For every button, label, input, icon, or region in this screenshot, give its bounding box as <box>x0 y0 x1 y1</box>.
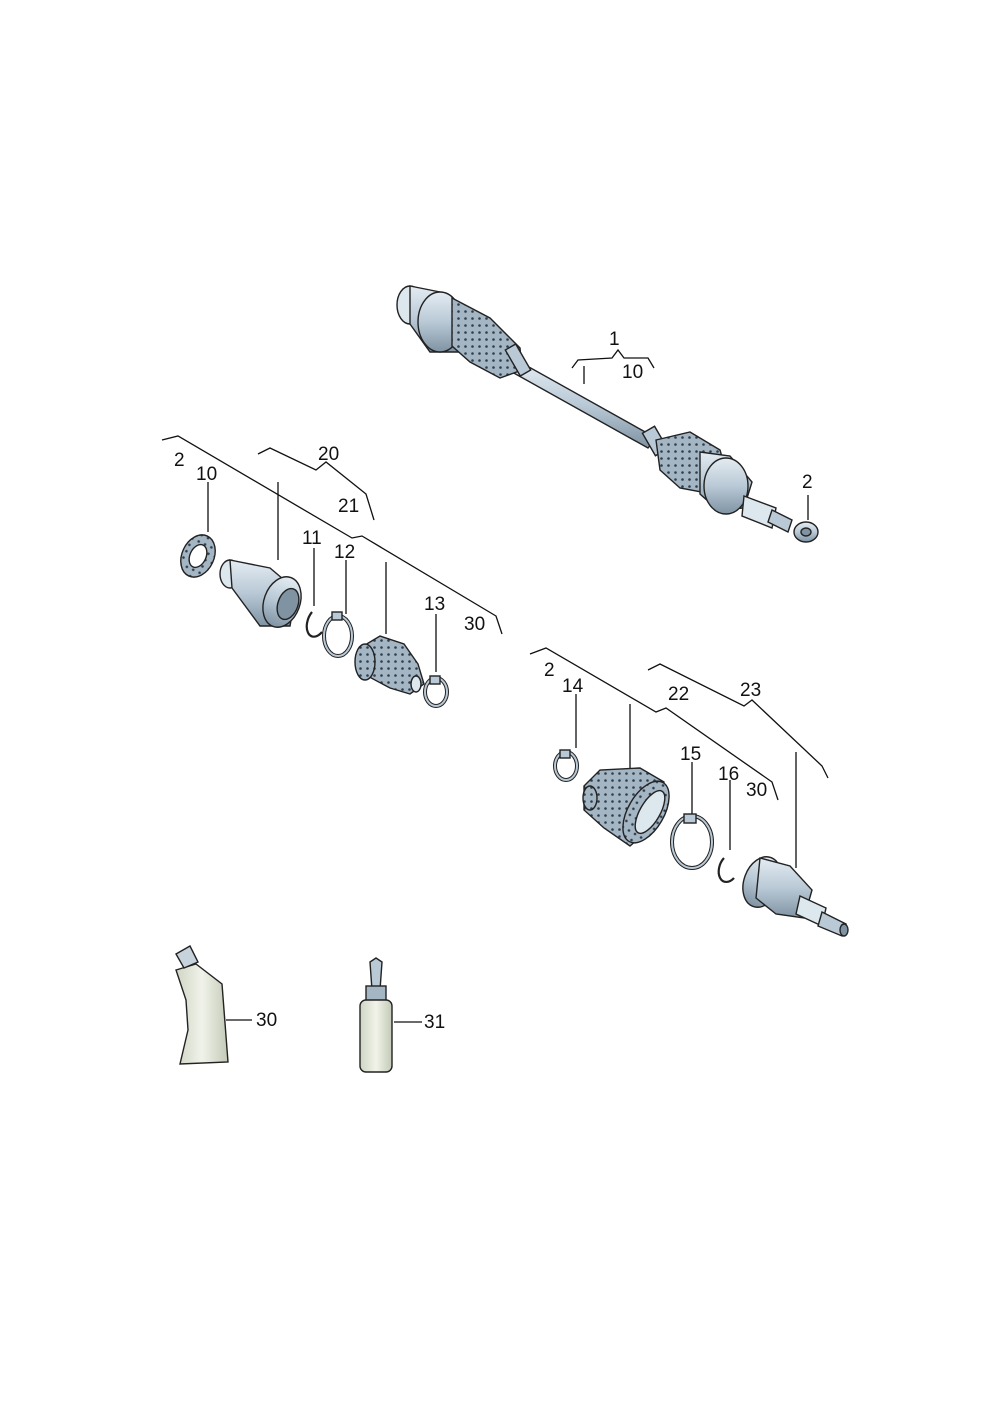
left-callouts: 2 10 20 21 11 12 13 30 <box>174 444 485 635</box>
label-right-15: 15 <box>680 744 701 765</box>
label-right-22: 22 <box>668 684 689 705</box>
grease-tube[interactable] <box>175 945 229 1065</box>
label-nut-2: 2 <box>802 472 813 493</box>
outer-joint <box>641 425 793 533</box>
inner-joint <box>396 285 532 379</box>
right-bracket-lines <box>529 647 829 868</box>
left-hose-clamp-large[interactable] <box>322 611 354 658</box>
label-left-13: 13 <box>424 594 445 615</box>
label-left-20: 20 <box>318 444 339 465</box>
label-left-21: 21 <box>338 496 359 517</box>
label-right-14: 14 <box>562 676 584 697</box>
drive-shaft-assembly[interactable] <box>396 285 793 533</box>
label-grease-30: 30 <box>256 1010 277 1031</box>
label-left-30: 30 <box>464 614 485 635</box>
label-right-2: 2 <box>544 660 555 681</box>
label-bottle-31: 31 <box>424 1012 445 1033</box>
right-outer-joint[interactable] <box>736 851 849 937</box>
label-left-2: 2 <box>174 450 185 471</box>
oil-bottle[interactable] <box>359 957 393 1073</box>
left-inner-joint-housing[interactable] <box>219 559 308 633</box>
label-left-11: 11 <box>302 528 322 549</box>
label-left-10: 10 <box>196 464 217 485</box>
label-shaft-1: 1 <box>609 329 620 350</box>
label-right-23: 23 <box>740 680 761 701</box>
right-protective-boot[interactable] <box>582 767 679 850</box>
left-bracket-lines <box>161 435 503 672</box>
right-hose-clamp-large[interactable] <box>670 813 714 870</box>
shaft-callouts: 1 10 2 <box>571 329 813 520</box>
left-circlip[interactable] <box>305 611 323 638</box>
left-sealing-flange[interactable] <box>174 529 222 582</box>
label-right-16: 16 <box>718 764 739 785</box>
label-right-30: 30 <box>746 780 767 801</box>
right-circlip[interactable] <box>717 857 735 883</box>
label-shaft-10: 10 <box>622 362 643 383</box>
left-protective-boot[interactable] <box>354 635 425 695</box>
hex-nut[interactable] <box>793 521 819 543</box>
left-hose-clamp-small[interactable] <box>423 675 449 708</box>
label-left-12: 12 <box>334 542 355 563</box>
right-callouts: 2 14 22 23 15 16 30 <box>544 660 767 801</box>
right-hose-clamp-small[interactable] <box>553 749 579 782</box>
